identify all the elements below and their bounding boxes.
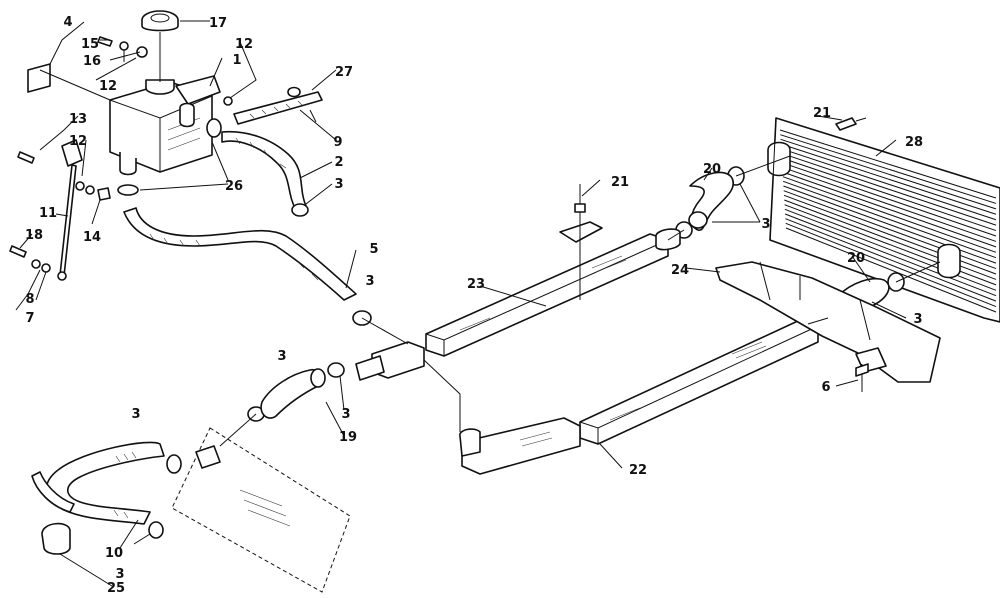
connector-tube bbox=[355, 341, 425, 381]
heat-exchanger bbox=[767, 117, 1000, 323]
heat-exchanger-23 bbox=[425, 184, 681, 357]
callout-12-c: 12 bbox=[69, 134, 87, 149]
hose-19 bbox=[260, 368, 326, 419]
elbow-tube bbox=[459, 417, 581, 475]
callout-21-b: 21 bbox=[611, 175, 629, 190]
exchanger-fin bbox=[781, 157, 997, 232]
callout-25: 25 bbox=[107, 581, 125, 596]
callout-24: 24 bbox=[671, 263, 689, 278]
callout-17: 17 bbox=[209, 16, 227, 31]
callout-6: 6 bbox=[821, 380, 830, 395]
hose-2 bbox=[221, 130, 307, 211]
exchanger-fin bbox=[781, 162, 997, 237]
callout-3-e: 3 bbox=[131, 407, 140, 422]
exchanger-fin bbox=[781, 152, 997, 226]
callout-20-b: 20 bbox=[847, 251, 865, 266]
exchanger-fin bbox=[785, 222, 997, 308]
front-panel bbox=[171, 427, 351, 593]
callout-21-a: 21 bbox=[813, 106, 831, 121]
hose-20-upper bbox=[688, 171, 735, 232]
callout-16: 16 bbox=[83, 54, 101, 69]
exchanger-fin bbox=[784, 208, 997, 291]
exchanger-fin bbox=[780, 138, 997, 210]
callout-2: 2 bbox=[334, 155, 343, 170]
callout-5: 5 bbox=[369, 242, 378, 257]
callout-3-c: 3 bbox=[277, 349, 286, 364]
callout-15: 15 bbox=[81, 37, 99, 52]
callout-10: 10 bbox=[105, 546, 123, 561]
callout-20-a: 20 bbox=[703, 162, 721, 177]
callout-4: 4 bbox=[63, 15, 72, 30]
callout-14: 14 bbox=[83, 230, 101, 245]
exchanger-fin bbox=[782, 166, 997, 242]
hose-10 bbox=[31, 441, 165, 525]
callout-3-f: 3 bbox=[115, 567, 124, 582]
overflow-hose bbox=[233, 86, 323, 125]
callout-26: 26 bbox=[225, 179, 243, 194]
assembly-lines bbox=[39, 32, 941, 447]
callout-28: 28 bbox=[905, 135, 923, 150]
callout-labels: 1 2 3 4 5 6 7 8 9 10 11 12 12 16 12 13 1… bbox=[25, 15, 923, 596]
exchanger-fin bbox=[784, 213, 997, 297]
exchanger-fin bbox=[782, 180, 997, 259]
callout-18: 18 bbox=[25, 228, 43, 243]
decal bbox=[27, 63, 51, 93]
exchanger-fin bbox=[782, 176, 997, 253]
callout-1: 1 bbox=[232, 53, 241, 68]
callout-22: 22 bbox=[629, 463, 647, 478]
callout-12-a: 12 bbox=[235, 37, 253, 52]
callout-27: 27 bbox=[335, 65, 353, 80]
exchanger-fin bbox=[780, 143, 997, 215]
callout-23: 23 bbox=[467, 277, 485, 292]
pressure-cap bbox=[141, 10, 179, 32]
callout-3-d: 3 bbox=[341, 407, 350, 422]
callout-leaders bbox=[15, 20, 907, 587]
callout-3-b: 3 bbox=[365, 274, 374, 289]
callout-9: 9 bbox=[333, 135, 342, 150]
callout-7: 7 bbox=[25, 311, 34, 326]
exchanger-fin bbox=[784, 204, 997, 286]
heat-exchanger-22 bbox=[579, 319, 819, 445]
callout-19: 19 bbox=[339, 430, 357, 445]
exchanger-fin bbox=[779, 129, 997, 199]
exchanger-fin bbox=[785, 218, 997, 302]
callout-12-b: 12 bbox=[99, 79, 117, 94]
fasteners-pins bbox=[574, 117, 869, 392]
exchanger-fin bbox=[780, 148, 997, 221]
callout-8: 8 bbox=[25, 292, 34, 307]
callout-3-h: 3 bbox=[913, 312, 922, 327]
hose-clip bbox=[41, 522, 71, 555]
exchanger-fin bbox=[780, 134, 997, 204]
expansion-tank bbox=[109, 75, 221, 176]
callout-3: 3 bbox=[334, 177, 343, 192]
callout-13: 13 bbox=[69, 112, 87, 127]
callout-11: 11 bbox=[39, 206, 57, 221]
exchanger-fin bbox=[782, 171, 997, 248]
exchanger-fin bbox=[785, 227, 997, 313]
callout-3-g: 3 bbox=[761, 217, 770, 232]
hose-5 bbox=[123, 207, 357, 301]
